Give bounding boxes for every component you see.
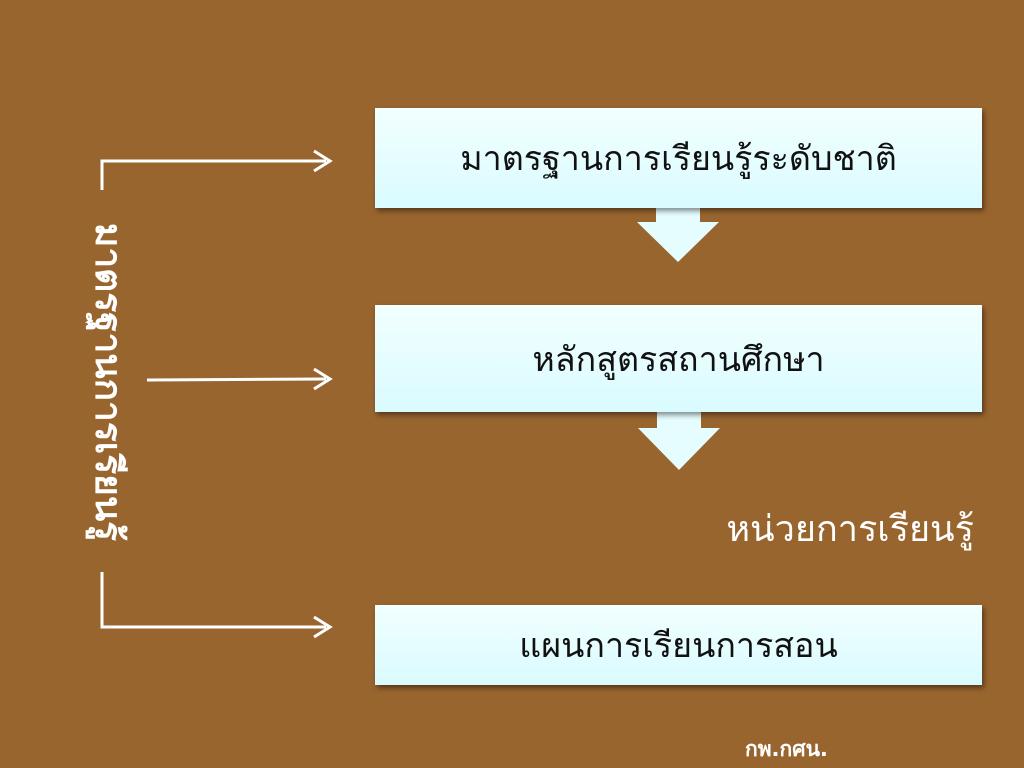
arrowhead-middle [313, 367, 333, 391]
box-label: แผนการเรียนการสอน [519, 626, 838, 666]
box-lesson-plan: แผนการเรียนการสอน [375, 605, 982, 685]
learning-unit-label: หน่วยการเรียนรู้ [726, 509, 974, 550]
box-school-curriculum: หลักสูตรสถานศึกษา [375, 305, 982, 412]
bracket-line-middle [146, 377, 327, 382]
arrowhead-top [313, 149, 333, 173]
footer-credit: กพ.กศน. [745, 737, 828, 761]
vertical-label-learning-standards: มาตรฐานการเรียนรู้ [87, 223, 131, 541]
bracket-line-bottom [100, 572, 326, 629]
arrowhead-bottom [313, 615, 333, 639]
box-national-standards: มาตรฐานการเรียนรู้ระดับชาติ [375, 108, 982, 208]
bracket-line-top [100, 159, 326, 190]
box-label: มาตรฐานการเรียนรู้ระดับชาติ [460, 139, 897, 179]
box-label: หลักสูตรสถานศึกษา [532, 339, 825, 380]
down-arrow-1 [637, 208, 719, 262]
down-arrow-2 [638, 412, 720, 470]
